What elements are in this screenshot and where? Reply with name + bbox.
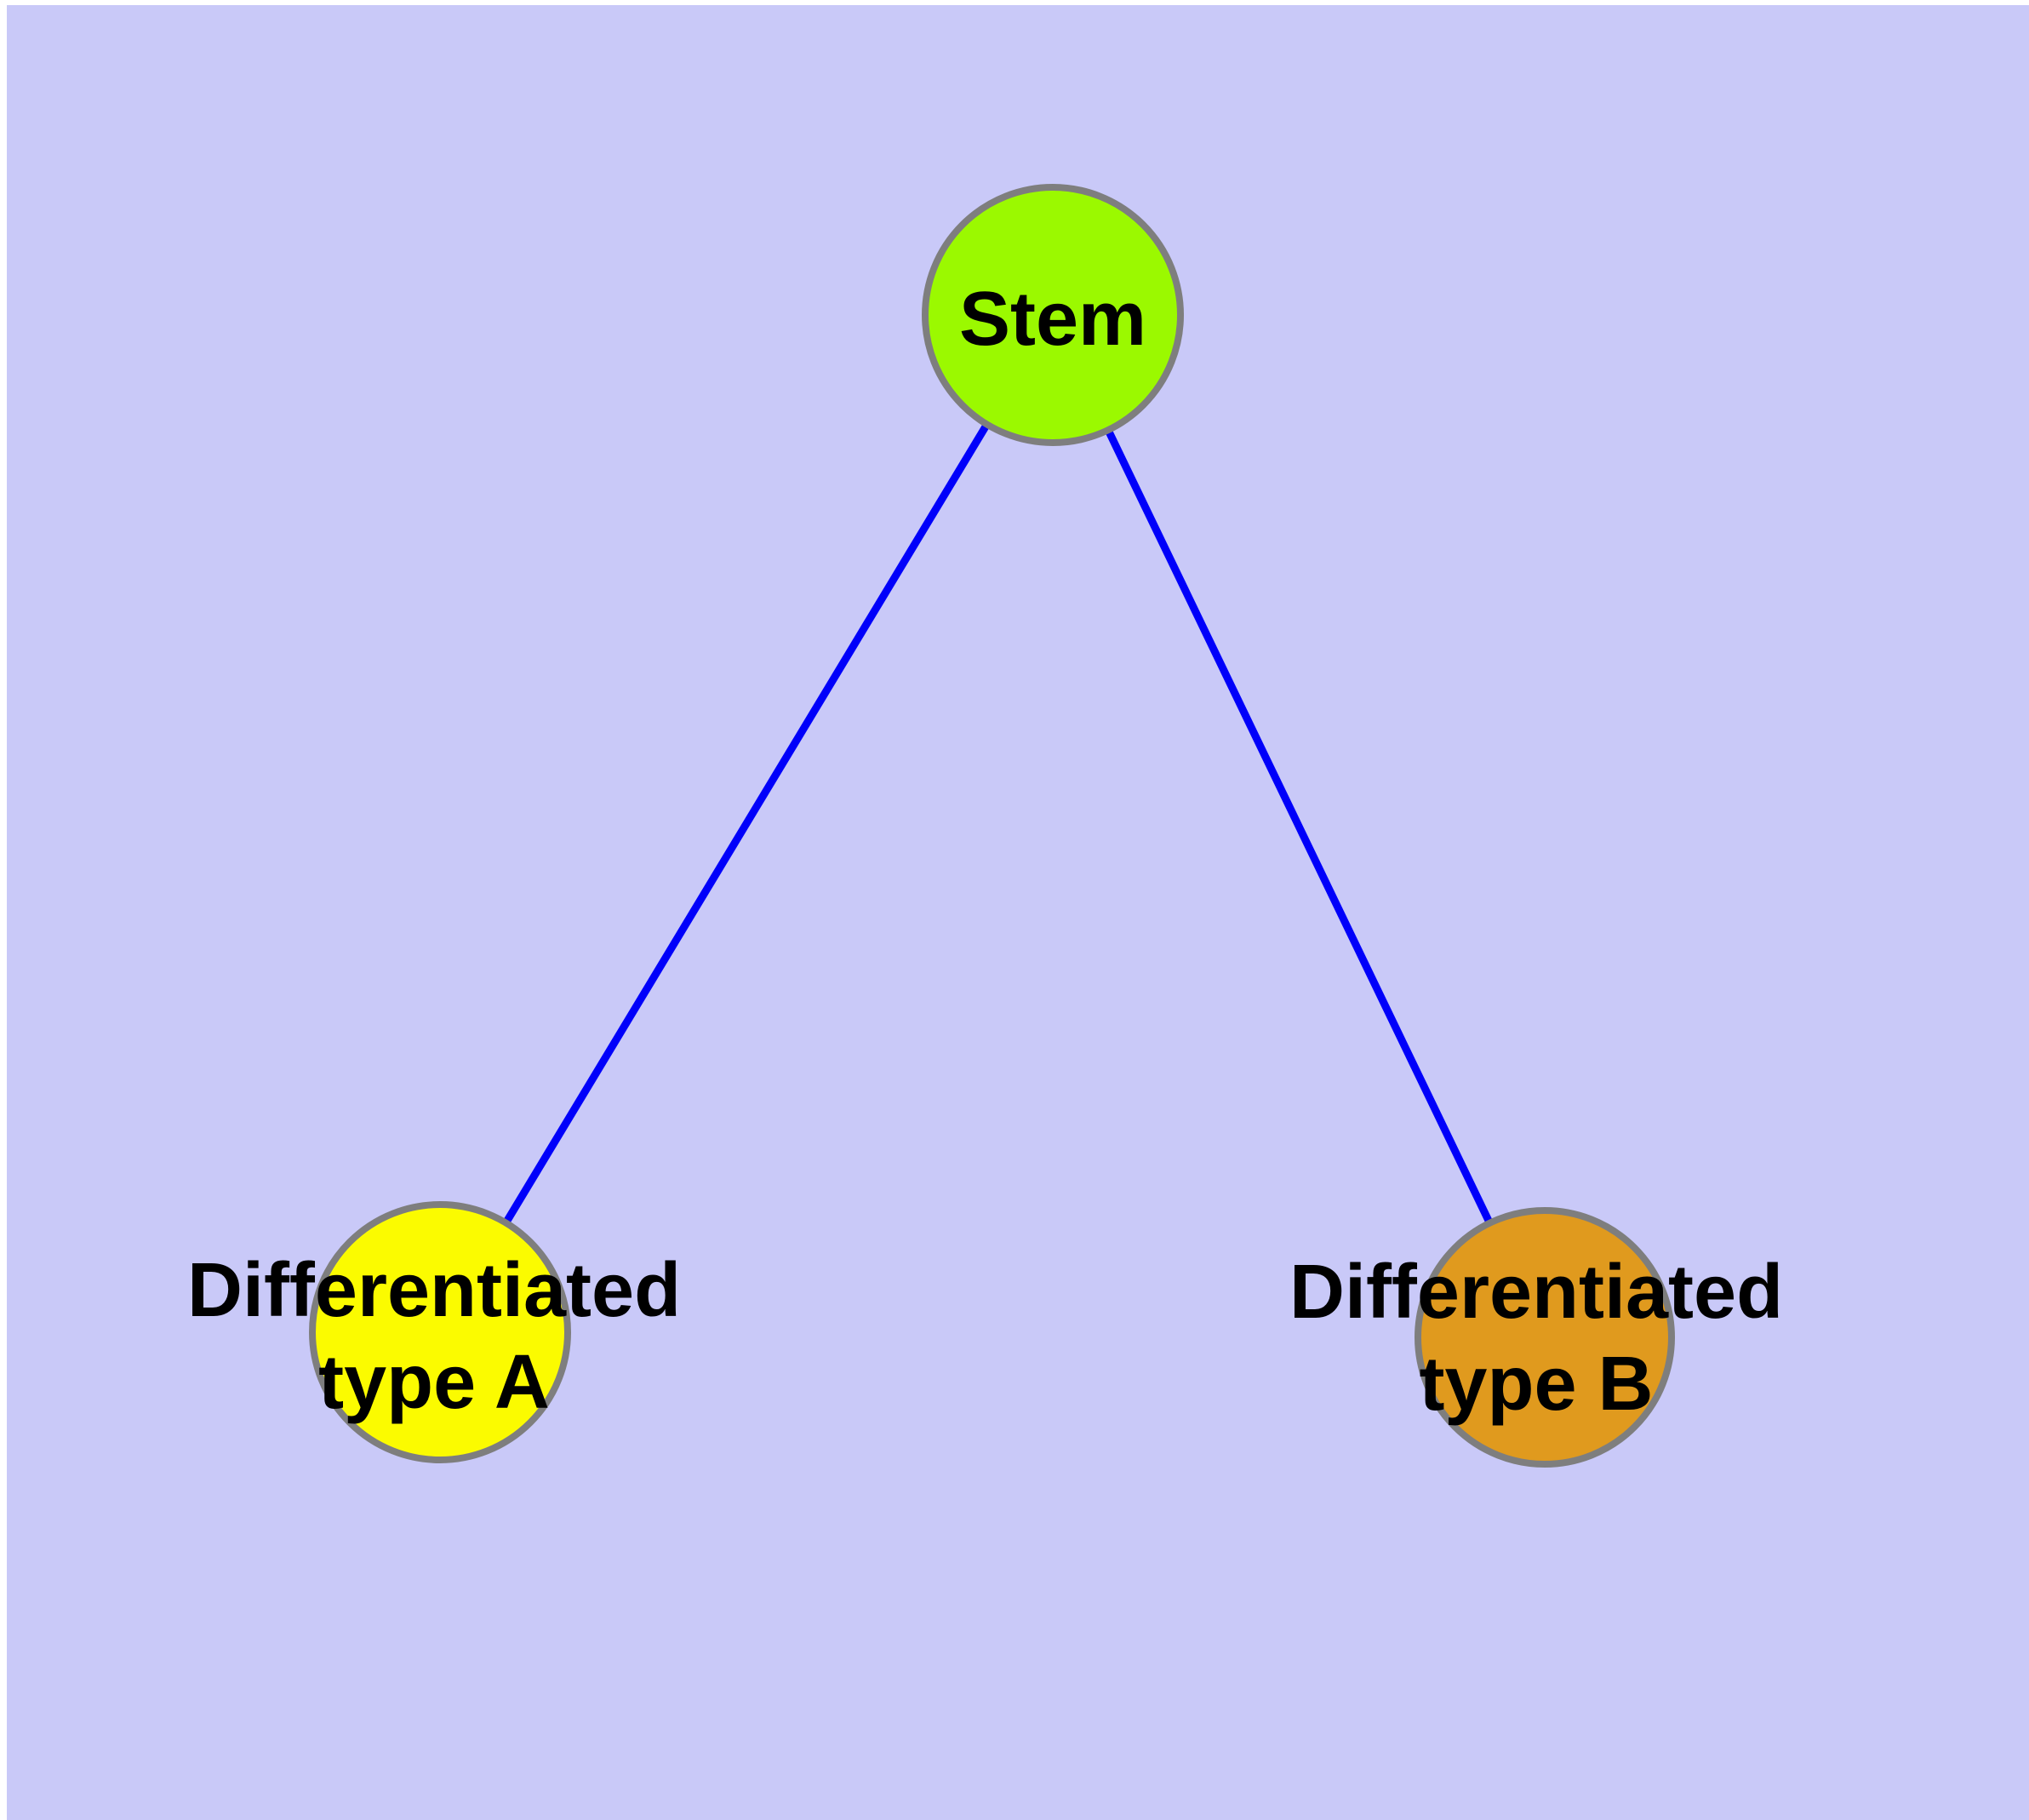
stem-node-label: Stem: [958, 277, 1147, 362]
type-b-node-label: Differentiated type B: [1289, 1246, 1783, 1430]
frame-edge-left: [0, 0, 7, 1820]
type-a-label-line2: type A: [318, 1340, 550, 1425]
type-b-label-line1: Differentiated: [1289, 1250, 1784, 1335]
edge-stem-to-type-b: [1049, 313, 1549, 1339]
type-b-node-circle: [1415, 1207, 1675, 1468]
type-a-label-line1: Differentiated: [186, 1248, 682, 1333]
frame-edge-top: [0, 0, 2029, 5]
type-a-node-label: Differentiated type A: [187, 1245, 681, 1428]
edge-stem-to-type-a: [437, 312, 1056, 1335]
stem-node-circle: [922, 184, 1184, 446]
type-b-label-line2: type B: [1419, 1342, 1654, 1427]
type-a-node-circle: [309, 1201, 571, 1463]
